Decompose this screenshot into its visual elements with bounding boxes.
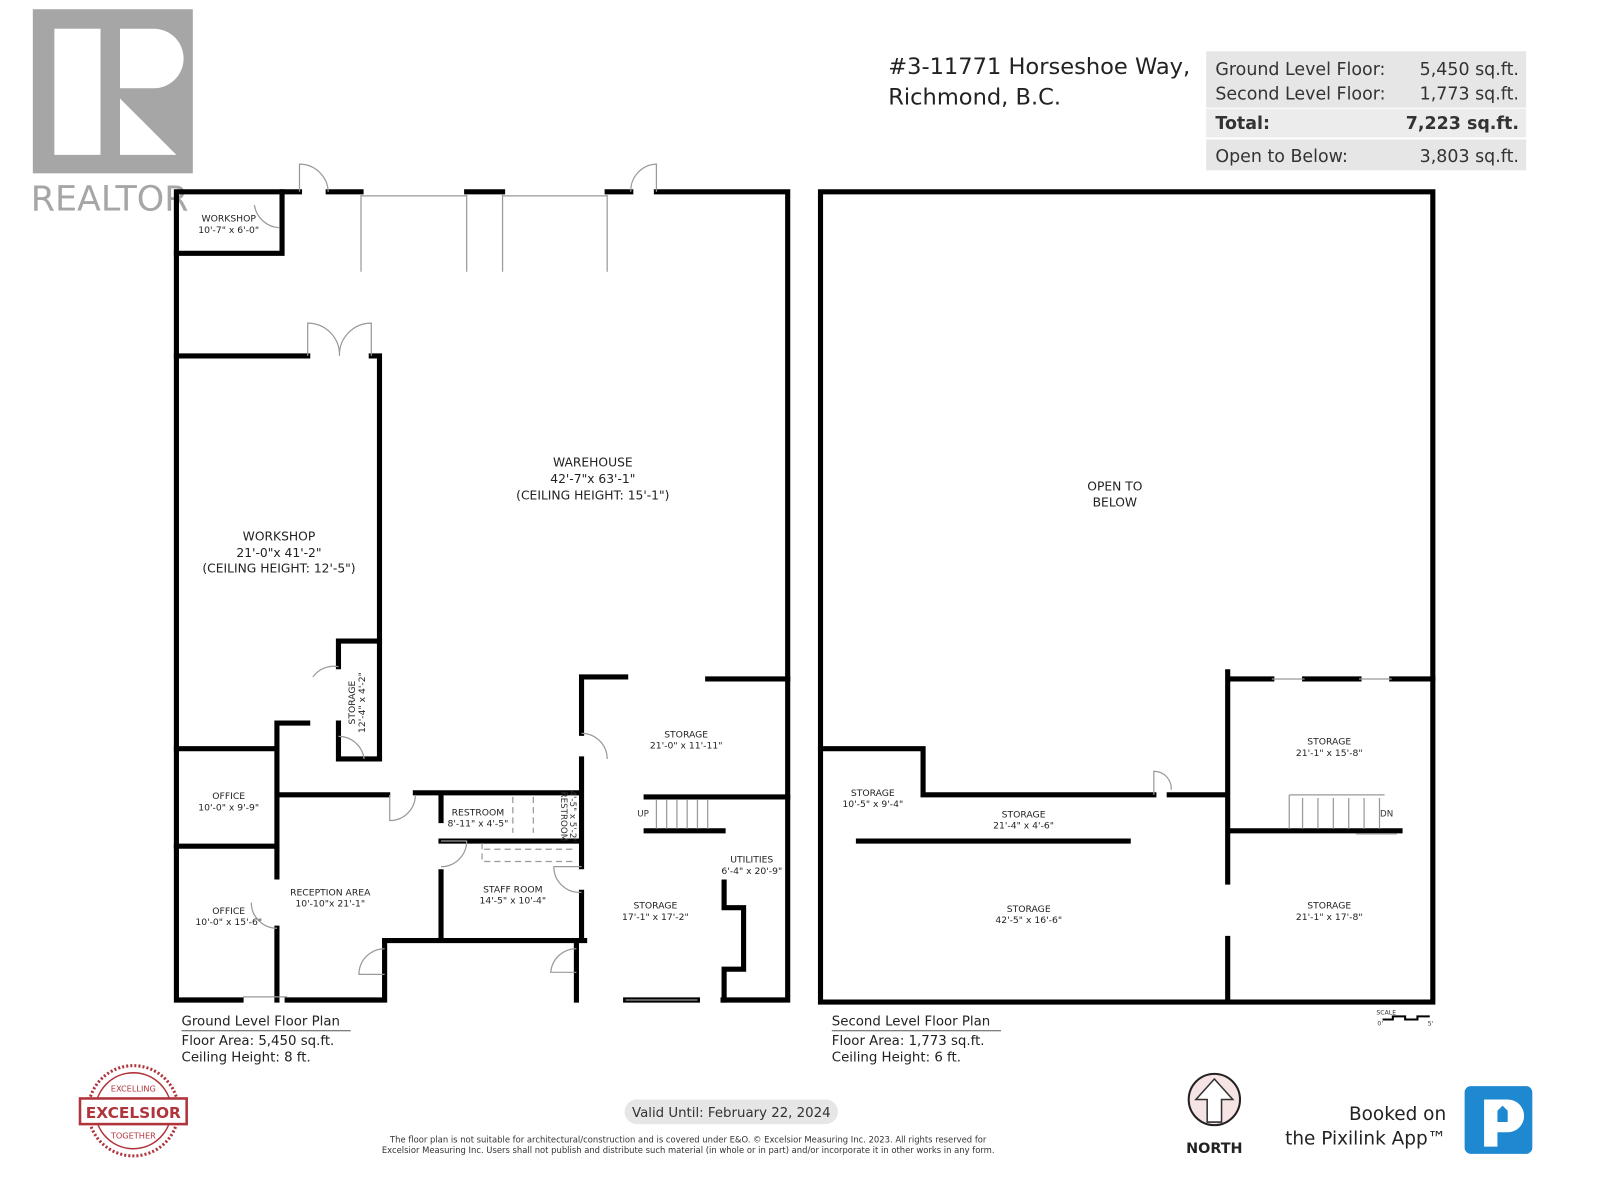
north-label: NORTH <box>1186 1141 1242 1157</box>
realtor-wordmark: REALTOR <box>31 179 189 219</box>
room-name: UTILITIES <box>730 855 773 866</box>
room-dim: 21'-0"x 41'-2" <box>236 546 321 560</box>
excelsior-ring-top: EXCELLING <box>111 1083 156 1093</box>
room-name: WORKSHOP <box>202 214 257 225</box>
second-ceiling: Ceiling Height: 6 ft. <box>832 1051 961 1066</box>
excelsior-logo: EXCELSIOR EXCELLING TOGETHER <box>78 1064 188 1158</box>
room-name: WAREHOUSE <box>553 456 633 470</box>
room-name: STORAGE <box>851 788 895 799</box>
room-name: STORAGE <box>1307 901 1351 912</box>
room-dim: 21'-1" x 15'-8" <box>1296 748 1363 759</box>
room-name: RESTROOM <box>558 792 568 842</box>
stair-down-label: DN <box>1380 809 1393 819</box>
room-name: STORAGE <box>1002 809 1046 820</box>
room-name: STORAGE <box>633 901 677 912</box>
stair-up-label: UP <box>637 809 649 819</box>
valid-until-text: Valid Until: February 22, 2024 <box>632 1106 831 1121</box>
disclaimer-line-1: The floor plan is not suitable for archi… <box>389 1135 987 1145</box>
room-name: STAFF ROOM <box>483 884 543 895</box>
excelsior-ring-bottom: TOGETHER <box>110 1130 156 1140</box>
room-name: OFFICE <box>212 906 245 917</box>
room-name: STORAGE <box>1307 737 1351 748</box>
valid-until-badge <box>624 1099 838 1125</box>
room-dim: 10'-7" x 6'-0" <box>198 225 259 236</box>
address-line-2: Richmond, B.C. <box>888 85 1061 111</box>
realtor-logo: REALTOR <box>31 9 193 219</box>
room-dim: 10'-5" x 9'-4" <box>842 799 903 810</box>
ground-plan-title: Ground Level Floor Plan <box>182 1015 340 1030</box>
room-dim: 6'-4" x 20'-9" <box>721 866 782 877</box>
summary-value: 5,450 sq.ft. <box>1420 60 1519 80</box>
summary-label: Second Level Floor: <box>1215 84 1385 104</box>
room-dim: 21'-0" x 11'-11" <box>650 741 723 752</box>
ground-level-plan: UP <box>173 163 791 1003</box>
excelsior-wordmark: EXCELSIOR <box>86 1104 181 1122</box>
room-dim: 8'-11" x 4'-5" <box>448 819 509 830</box>
room-dim: 14'-5" x 10'-4" <box>479 896 546 907</box>
summary-total-label: Total: <box>1215 114 1270 134</box>
room-name: STORAGE <box>347 680 358 724</box>
room-dim: 21'-1" x 17'-8" <box>1296 912 1363 923</box>
scale-label: SCALE <box>1376 1009 1396 1016</box>
ground-floor-area: Floor Area: 5,450 sq.ft. <box>182 1034 335 1049</box>
room-dim: 42'-5" x 16'-6" <box>995 915 1062 926</box>
room-dim: 12'-4" x 4'-2" <box>357 672 368 733</box>
address-line-1: #3-11771 Horseshoe Way, <box>888 54 1190 80</box>
scale-min: 0' <box>1377 1021 1383 1028</box>
room-name: OFFICE <box>212 791 245 802</box>
scale-max: 5' <box>1428 1021 1434 1028</box>
room-note: (CEILING HEIGHT: 12'-5") <box>202 561 355 575</box>
room-name: OPEN TO <box>1087 479 1142 493</box>
booked-on-text: Booked on <box>1349 1104 1446 1125</box>
room-dim: 21'-4" x 4'-6" <box>993 821 1054 832</box>
room-name: STORAGE <box>664 729 708 740</box>
room-name: STORAGE <box>1007 904 1051 915</box>
second-room-labels: OPEN TO BELOW STORAGE 10'-5" x 9'-4" STO… <box>842 479 1362 926</box>
north-arrow-icon <box>1187 1072 1242 1127</box>
room-name: WORKSHOP <box>243 530 316 544</box>
room-note: (CEILING HEIGHT: 15'-1") <box>516 488 669 502</box>
area-summary-table: Ground Level Floor: 5,450 sq.ft. Second … <box>1206 51 1527 171</box>
room-dim: 4'-5" x 5'-2" <box>567 790 577 842</box>
second-plan-title: Second Level Floor Plan <box>832 1015 990 1030</box>
room-name: RESTROOM <box>452 807 505 818</box>
disclaimer-line-2: Excelsior Measuring Inc. Users shall not… <box>382 1145 995 1155</box>
pixilink-app-text: the Pixilink App™ <box>1285 1129 1446 1150</box>
summary-label: Open to Below: <box>1215 147 1347 167</box>
summary-label: Ground Level Floor: <box>1215 60 1385 80</box>
room-dim: 10'-0" x 9'-9" <box>198 802 259 813</box>
ground-ceiling: Ceiling Height: 8 ft. <box>182 1051 311 1066</box>
scale-bar: SCALE 0' 5' <box>1376 1009 1433 1027</box>
ground-room-labels: WORKSHOP 10'-7" x 6'-0" WAREHOUSE 42'-7"… <box>195 214 782 929</box>
second-floor-area: Floor Area: 1,773 sq.ft. <box>832 1034 985 1049</box>
summary-value: 3,803 sq.ft. <box>1420 147 1519 167</box>
summary-total-value: 7,223 sq.ft. <box>1406 114 1519 134</box>
summary-value: 1,773 sq.ft. <box>1420 84 1519 104</box>
room-dim: 10'-0" x 15'-6" <box>195 917 262 928</box>
pixilink-logo-icon[interactable] <box>1464 1086 1533 1154</box>
second-level-plan: DN <box>817 189 1436 1005</box>
room-dim: 17'-1" x 17'-2" <box>622 912 689 923</box>
room-dim: 42'-7"x 63'-1" <box>550 472 635 486</box>
room-dim: 10'-10"x 21'-1" <box>295 899 365 910</box>
room-name: BELOW <box>1093 496 1137 510</box>
room-name: RECEPTION AREA <box>290 887 371 898</box>
